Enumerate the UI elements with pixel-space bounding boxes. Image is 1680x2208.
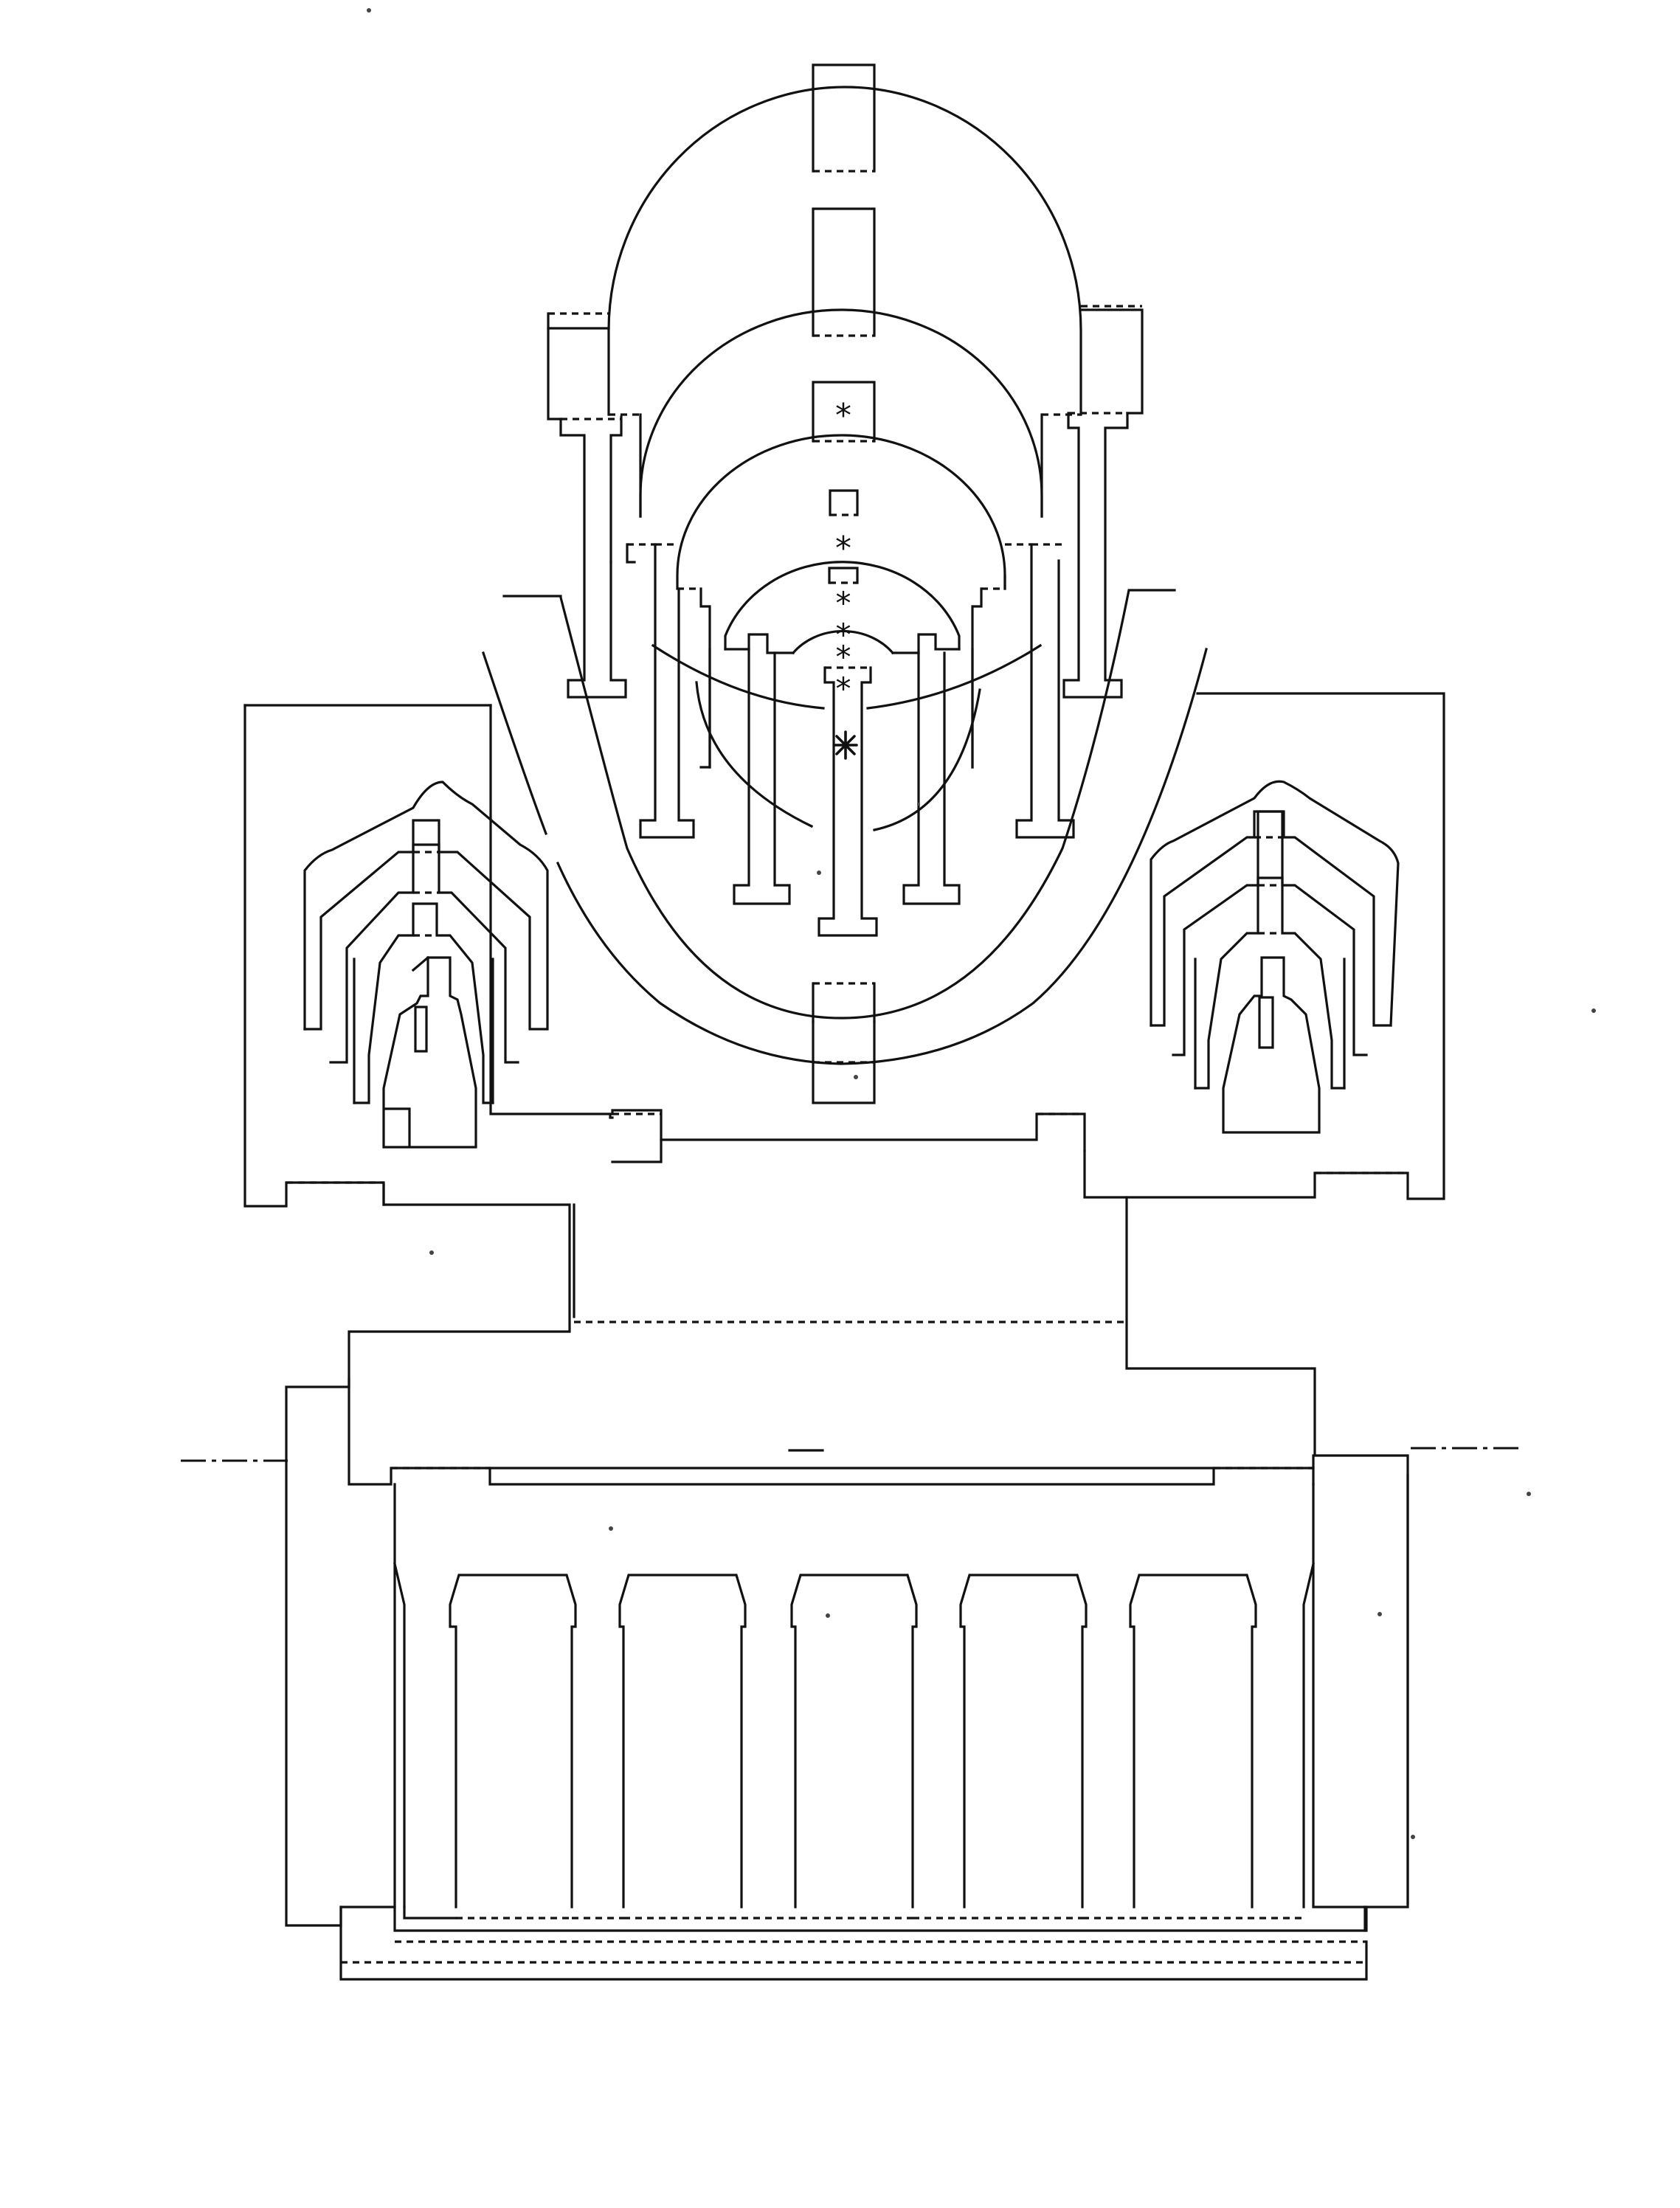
colonnade bbox=[339, 1483, 1368, 1981]
scan-specks bbox=[367, 8, 1596, 1839]
dome-structure: * * * * * * bbox=[547, 63, 1144, 937]
axis-lines bbox=[181, 1447, 1520, 1462]
glue-point-1: * bbox=[835, 397, 851, 435]
outer-outline bbox=[243, 692, 1445, 1927]
right-chapel bbox=[1150, 780, 1400, 1134]
central-bands bbox=[348, 704, 1315, 1486]
glue-point-5: * bbox=[836, 639, 851, 675]
glue-point-3: * bbox=[836, 585, 851, 621]
left-chapel bbox=[303, 781, 549, 1149]
center-mark bbox=[833, 730, 858, 760]
apse-bands bbox=[481, 589, 1208, 1104]
glue-point-2: * bbox=[835, 530, 851, 567]
glue-point-6: * bbox=[836, 671, 851, 707]
glue-point-4: * bbox=[836, 617, 851, 653]
